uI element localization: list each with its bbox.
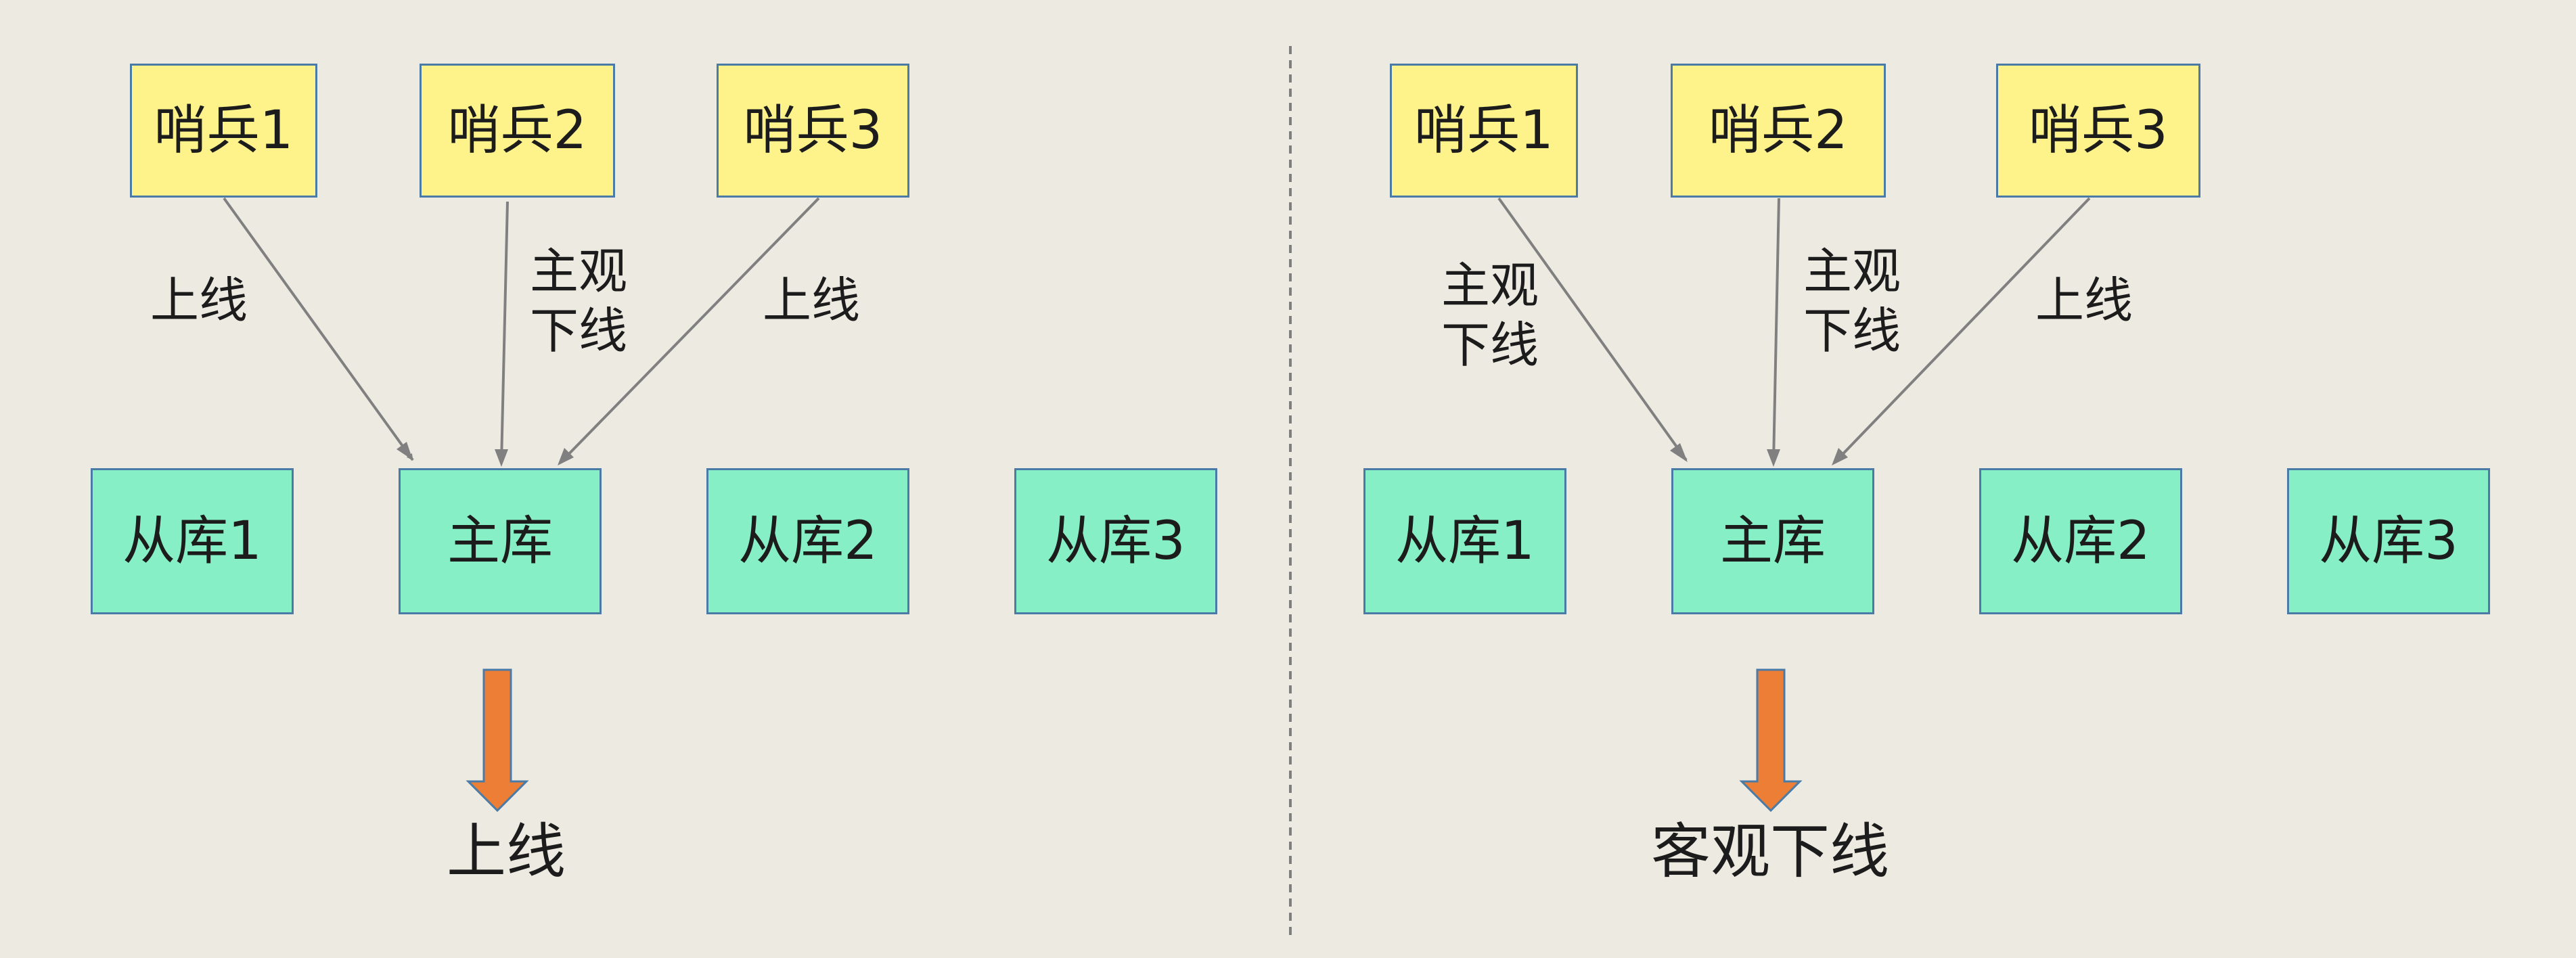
right-replica-1: 从库1 [1363, 468, 1566, 614]
right-result-arrow [1739, 668, 1803, 813]
right-replica-3: 从库3 [2287, 468, 2490, 614]
right-sentinel-2: 哨兵2 [1671, 64, 1886, 198]
right-sentinel-1: 哨兵1 [1390, 64, 1578, 198]
right-edge-label-3: 上线 [2035, 272, 2133, 329]
left-master: 主库 [399, 468, 602, 614]
right-replica-2: 从库2 [1979, 468, 2182, 614]
left-arrow-sentinel-3 [559, 197, 820, 464]
right-arrowhead-sentinel-2 [1767, 449, 1780, 467]
right-arrow-sentinel-2 [1772, 198, 1780, 463]
left-arrowhead-sentinel-1 [397, 442, 413, 460]
left-sentinel-3: 哨兵3 [717, 64, 909, 198]
left-edge-label-1: 上线 [150, 272, 248, 329]
right-edge-label-1: 主观 下线 [1441, 257, 1539, 373]
left-arrowhead-sentinel-2 [495, 449, 508, 467]
left-replica-3: 从库3 [1014, 468, 1217, 614]
right-arrow-sentinel-3 [1833, 197, 2091, 464]
left-edge-label-3: 上线 [763, 272, 861, 329]
left-sentinel-2: 哨兵2 [420, 64, 615, 198]
right-master: 主库 [1671, 468, 1874, 614]
right-arrowhead-sentinel-3 [1832, 448, 1848, 465]
right-arrowhead-sentinel-1 [1670, 443, 1688, 462]
left-result-label: 上线 [447, 817, 566, 886]
right-result-label: 客观下线 [1651, 817, 1890, 886]
left-replica-1: 从库1 [91, 468, 294, 614]
left-replica-2: 从库2 [706, 468, 909, 614]
right-sentinel-3: 哨兵3 [1996, 64, 2200, 198]
left-arrowhead-sentinel-3 [558, 448, 574, 465]
left-arrow-sentinel-1 [223, 197, 414, 461]
left-edge-label-2: 主观 下线 [530, 243, 628, 359]
left-arrow-sentinel-2 [500, 201, 509, 463]
left-sentinel-1: 哨兵1 [130, 64, 317, 198]
right-arrow-sentinel-1 [1497, 197, 1688, 461]
left-result-arrow [466, 668, 529, 813]
right-edge-label-2: 主观 下线 [1803, 243, 1901, 359]
